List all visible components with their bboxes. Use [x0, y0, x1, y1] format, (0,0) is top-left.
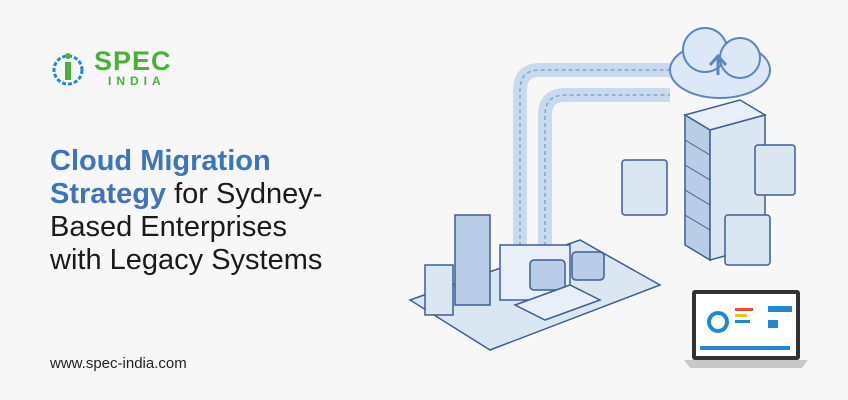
title-text: with Legacy Systems	[50, 244, 323, 276]
cloud-icon	[669, 27, 771, 99]
server-tower-icon	[683, 99, 767, 262]
title-highlight: Cloud Migration	[50, 145, 271, 177]
logo-subtext: INDIA	[108, 74, 166, 88]
page-title: Cloud Migration Strategy for Sydney- Bas…	[50, 145, 380, 277]
legacy-systems-icon	[408, 214, 662, 351]
server-stack-icon	[621, 144, 796, 266]
laptop-dashboard-icon	[684, 290, 808, 368]
title-text: for Sydney-	[166, 178, 323, 210]
title-highlight: Strategy	[50, 178, 167, 210]
title-text: Based Enterprises	[50, 211, 287, 243]
cloud-migration-illustration	[408, 27, 808, 368]
globe-icon	[52, 52, 84, 85]
logo-wordmark: SPEC	[94, 46, 172, 76]
brand-logo: SPEC INDIA	[48, 48, 172, 87]
website-link[interactable]: www.spec-india.com	[50, 355, 187, 372]
